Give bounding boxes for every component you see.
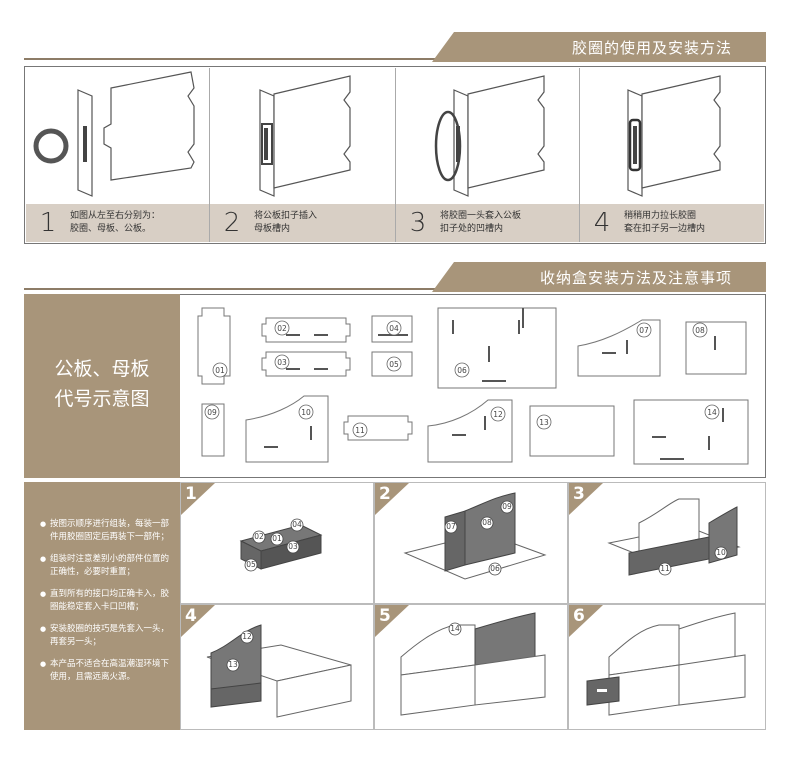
install-step-4: 4 稍稍用力拉长胶圈 套在扣子另一边槽内 [580,68,764,242]
install-step-3: 3 将胶圈一头套入公板 扣子处的凹槽内 [396,68,580,242]
note-item: ●按图示顺序进行组装，每装一部件用胶圈固定后再装下一部件； [40,518,176,544]
step3-text: 将胶圈一头套入公板 扣子处的凹槽内 [440,210,521,236]
part-label-13: 13 [539,418,549,427]
part-label-10: 10 [301,408,311,417]
part-label-08: 08 [695,326,705,335]
notes-panel: ●按图示顺序进行组装，每装一部件用胶圈固定后再装下一部件； ●组装时注意差别小的… [24,482,180,730]
part-label-05: 05 [389,360,399,369]
assembly-step-number: 1 [185,484,197,504]
step4-illustration [580,68,764,204]
step3-number: 3 [396,208,440,238]
svg-text:07: 07 [446,522,456,531]
step1-caption: 1 如图从左至右分别为： 胶圈、母板、公板。 [26,204,209,242]
step2-illustration [210,68,396,204]
section1-title: 胶圈的使用及安装方法 [572,37,732,58]
part-label-11: 11 [355,426,365,435]
step2-caption: 2 将公板扣子插入 母板槽内 [210,204,395,242]
assembly-step-2: 2 07 08 09 06 [374,482,568,604]
part-label-01: 01 [215,366,225,375]
step1-text: 如图从左至右分别为： 胶圈、母板、公板。 [70,210,160,236]
note-item: ●组装时注意差别小的部件位置的正确性，必要时重置； [40,553,176,579]
step4-caption: 4 稍稍用力拉长胶圈 套在扣子另一边槽内 [580,204,764,242]
svg-text:09: 09 [502,502,512,511]
assembly-step-number: 5 [379,606,391,626]
svg-text:12: 12 [242,632,252,641]
male-board [274,76,350,188]
parts-diagram: 01 02 03 04 05 06 07 08 09 10 11 12 13 1… [182,296,764,476]
step4-number: 4 [580,208,624,238]
svg-text:02: 02 [254,532,264,541]
step4-text: 稍稍用力拉长胶圈 套在扣子另一边槽内 [624,210,705,236]
section1-title-banner: 胶圈的使用及安装方法 [432,32,766,62]
assembly-step-number: 3 [573,484,585,504]
assembly-step-number: 2 [379,484,391,504]
svg-text:06: 06 [490,564,500,573]
assembly-step-number: 4 [185,606,197,626]
note-item: ●安装胶圈的技巧是先套入一头，再套另一头； [40,623,176,649]
step1-number: 1 [26,208,70,238]
part-label-09: 09 [207,408,217,417]
assembly-step-number: 6 [573,606,585,626]
parts-legend-title-line2: 代号示意图 [24,384,180,414]
part-label-03: 03 [277,358,287,367]
step2-number: 2 [210,208,254,238]
part-label-04: 04 [389,324,399,333]
svg-text:11: 11 [660,564,670,573]
step1-illustration [26,68,210,204]
part-label-14: 14 [707,408,717,417]
parts-legend-panel: 公板、母板 代号示意图 [24,294,180,478]
svg-text:04: 04 [292,520,302,529]
assembly-step-5: 5 14 [374,604,568,730]
step2-text: 将公板扣子插入 母板槽内 [254,210,317,236]
parts-legend-title: 公板、母板 代号示意图 [24,354,180,414]
section2-title-banner: 收纳盒安装方法及注意事项 [432,262,766,292]
step3-caption: 3 将胶圈一头套入公板 扣子处的凹槽内 [396,204,579,242]
assembly-step-4: 4 12 13 [180,604,374,730]
svg-text:10: 10 [716,548,726,557]
install-step-2: 2 将公板扣子插入 母板槽内 [210,68,396,242]
svg-text:05: 05 [246,560,256,569]
parts-legend-title-line1: 公板、母板 [24,354,180,384]
assembly-step-6: 6 [568,604,766,730]
svg-text:08: 08 [482,518,492,527]
notes-list: ●按图示顺序进行组装，每装一部件用胶圈固定后再装下一部件； ●组装时注意差别小的… [40,518,176,693]
step3-illustration [396,68,580,204]
part-label-02: 02 [277,324,287,333]
note-item: ●直到所有的接口均正确卡入，胶圈能稳定套入卡口凹槽； [40,588,176,614]
part-label-12: 12 [493,410,503,419]
rubber-ring-icon [36,131,66,161]
part-label-06: 06 [457,366,467,375]
svg-text:13: 13 [228,660,238,669]
part-label-07: 07 [639,326,649,335]
install-step-1: 1 如图从左至右分别为： 胶圈、母板、公板。 [26,68,210,242]
assembly-step-3: 3 11 10 [568,482,766,604]
svg-text:14: 14 [450,624,460,633]
male-board [104,72,194,180]
note-item: ●本产品不适合在高温潮湿环境下使用，且需远离火源。 [40,658,176,684]
assembly-step-1: 1 02 04 01 03 05 [180,482,374,604]
section2-title: 收纳盒安装方法及注意事项 [540,267,732,288]
svg-text:01: 01 [272,534,282,543]
svg-text:03: 03 [288,542,298,551]
